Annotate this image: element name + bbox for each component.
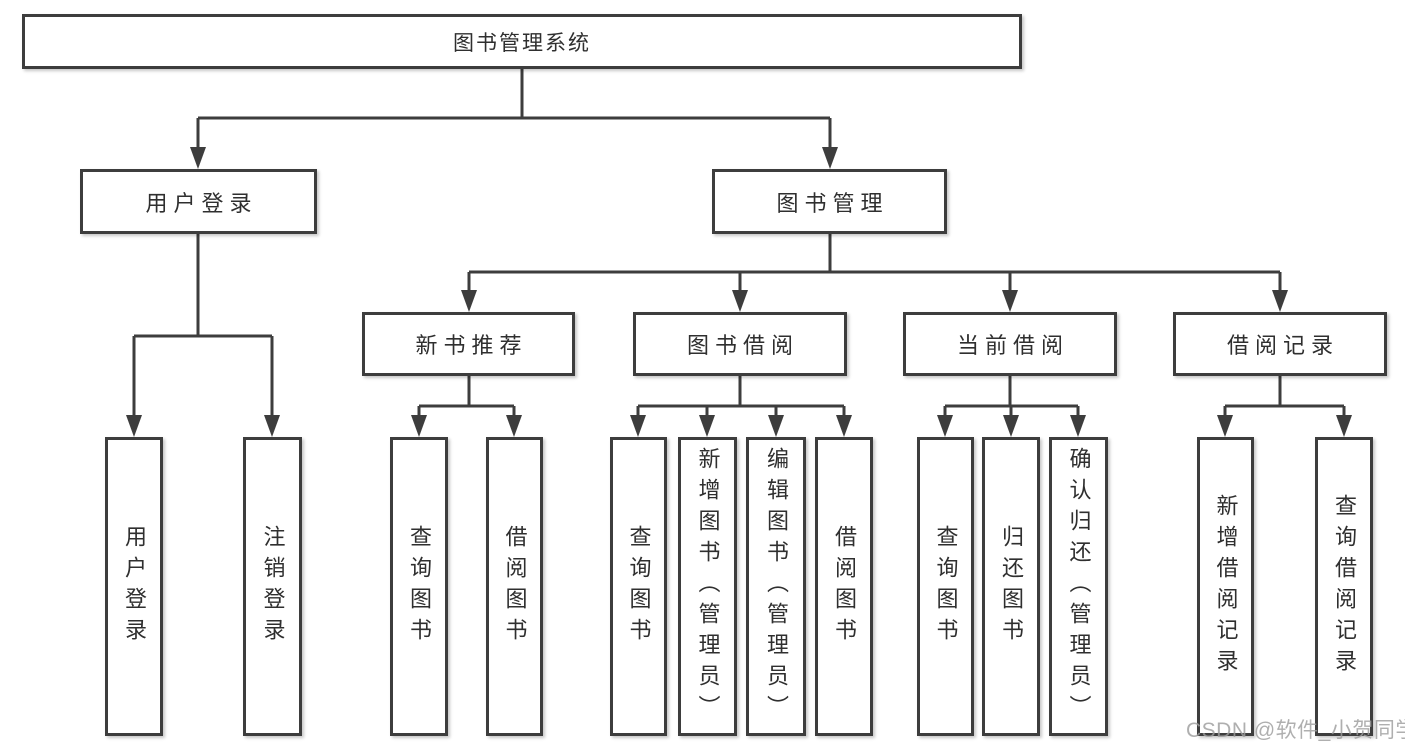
node-book-management: 图书管理 [712, 169, 947, 234]
leaf-query-borrow-record: 查询借阅记录 [1315, 437, 1373, 736]
node-book-borrow-label: 图书借阅 [686, 333, 799, 358]
leaf-query-borrow-record-label: 查询借阅记录 [1332, 493, 1357, 680]
leaf-query-books-2: 查询图书 [610, 437, 667, 736]
connector-root-to-level2 [190, 69, 838, 169]
node-book-management-label: 图书管理 [776, 190, 889, 216]
node-root: 图书管理系统 [22, 14, 1022, 69]
leaf-add-book-admin-label: 新增图书（管理员） [695, 447, 721, 726]
leaf-borrow-books-1-label: 借阅图书 [502, 524, 528, 649]
leaf-user-login-label: 用户登录 [122, 524, 147, 649]
node-user-login: 用户登录 [80, 169, 317, 234]
leaf-query-books-1: 查询图书 [390, 437, 448, 736]
connector-userlogin-to-leaves [126, 233, 280, 437]
node-book-borrow: 图书借阅 [633, 312, 847, 376]
watermark: CSDN @软件_小贺同学 [1186, 719, 1405, 742]
leaf-confirm-return-admin-label: 确认归还（管理员） [1066, 447, 1092, 726]
leaf-confirm-return-admin: 确认归还（管理员） [1049, 437, 1108, 736]
leaf-logout-label: 注销登录 [260, 524, 286, 649]
leaf-return-book: 归还图书 [982, 437, 1040, 736]
leaf-add-book-admin: 新增图书（管理员） [678, 437, 737, 736]
leaf-add-borrow-record-label: 新增借阅记录 [1213, 493, 1239, 680]
connector-currentborrow-to-leaves [937, 376, 1086, 437]
node-current-borrow-label: 当前借阅 [956, 333, 1069, 358]
leaf-add-borrow-record: 新增借阅记录 [1197, 437, 1254, 736]
node-new-book-recommend-label: 新书推荐 [415, 333, 528, 358]
leaf-query-books-3: 查询图书 [917, 437, 974, 736]
leaf-query-books-3-label: 查询图书 [933, 524, 959, 649]
node-current-borrow: 当前借阅 [903, 312, 1117, 376]
leaf-edit-book-admin-label: 编辑图书（管理员） [764, 447, 789, 726]
leaf-edit-book-admin: 编辑图书（管理员） [746, 437, 806, 736]
leaf-user-login: 用户登录 [105, 437, 163, 736]
leaf-logout: 注销登录 [243, 437, 302, 736]
connector-bookmgmt-to-level3 [461, 234, 1288, 312]
leaf-return-book-label: 归还图书 [999, 524, 1024, 649]
leaf-borrow-books-2: 借阅图书 [815, 437, 873, 736]
leaf-borrow-books-2-label: 借阅图书 [832, 524, 857, 649]
leaf-query-books-1-label: 查询图书 [407, 524, 432, 649]
node-new-book-recommend: 新书推荐 [362, 312, 575, 376]
connector-newbooks-to-leaves [411, 376, 522, 437]
connector-bookborrow-to-leaves [630, 376, 852, 437]
leaf-borrow-books-1: 借阅图书 [486, 437, 543, 736]
leaf-query-books-2-label: 查询图书 [626, 524, 652, 649]
node-borrow-records: 借阅记录 [1173, 312, 1387, 376]
connector-borrowrecords-to-leaves [1217, 376, 1352, 437]
node-root-label: 图书管理系统 [453, 31, 591, 55]
node-user-login-label: 用户登录 [145, 190, 258, 216]
node-borrow-records-label: 借阅记录 [1226, 333, 1339, 358]
